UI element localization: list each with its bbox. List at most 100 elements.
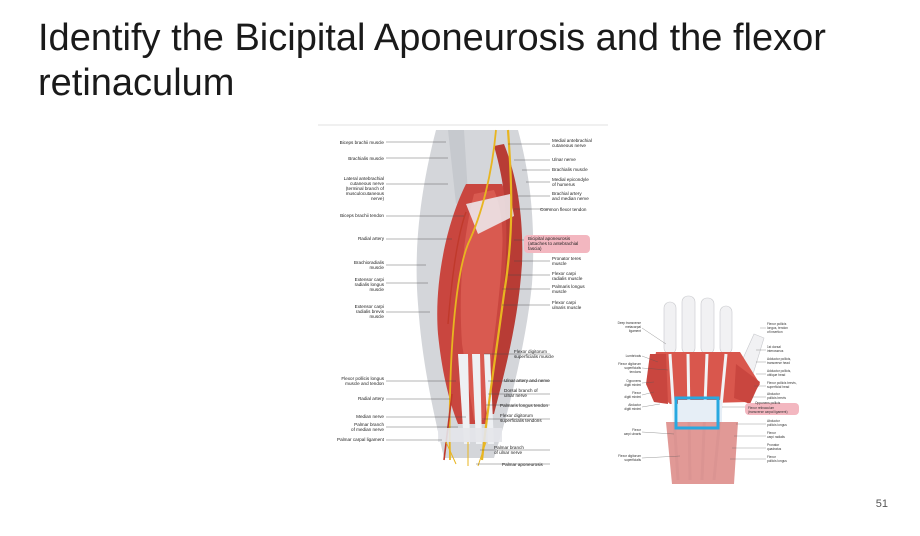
- label-musculocutaneous: musculocutaneous: [346, 191, 385, 196]
- hand-label-fpl: Flexor pollicis: [767, 322, 787, 326]
- hand-label-longus-tendon: longus, tendon: [767, 326, 788, 330]
- hand-label-superficialis: superficialis: [624, 366, 641, 370]
- hand-label-superficialis-2: superficialis: [624, 458, 641, 462]
- label-flexor-carpi-2: Flexor carpi: [552, 300, 576, 305]
- label-brachioradialis: Brachioradialis: [354, 260, 385, 265]
- hand-label-carpi-radialis: carpi radialis: [767, 435, 785, 439]
- label-ecrb-muscle: muscle: [369, 314, 384, 319]
- label-radialis-muscle: radialis muscle: [552, 276, 583, 281]
- label-brachial-artery: Brachial artery: [552, 191, 582, 196]
- label-nerve: nerve): [371, 196, 384, 201]
- label-muscle-and-tendon: muscle and tendon: [345, 381, 384, 386]
- hand-label-adductor-pollicis-2: Adductor pollicis,: [767, 369, 791, 373]
- label-biceps-brachii-tendon: Biceps brachii tendon: [340, 213, 384, 218]
- hand-label-digiti-minimi-2: digiti minimi: [624, 395, 641, 399]
- hand-label-1st-dorsal: 1st dorsal: [767, 345, 781, 349]
- hand-label-pollicis-longus-2: pollicis longus: [767, 459, 787, 463]
- label-palmaris-longus-muscle: muscle: [552, 289, 567, 294]
- label-bicipital-aponeurosis: Bicipital aponeurosis: [528, 236, 571, 241]
- hand-label-digiti-minimi: digiti minimi: [624, 383, 641, 387]
- label-ecrl-muscle: muscle: [369, 287, 384, 292]
- label-terminal-branch: (terminal branch of: [346, 186, 385, 191]
- hand-label-deep-transverse: Deep transverse: [618, 321, 642, 325]
- label-superficialis-muscle: superficialis muscle: [514, 354, 554, 359]
- label-extensor-carpi: Extensor carpi: [355, 277, 384, 282]
- hand-label-fds-2: Flexor digitorum: [618, 454, 641, 458]
- hand-label-ligament: ligament: [629, 329, 641, 333]
- label-median-nerve: Median nerve: [356, 414, 384, 419]
- hand-label-oblique-head: oblique head: [767, 373, 785, 377]
- hand-label-of-insertion: of insertion: [767, 330, 783, 334]
- label-superficialis-tendons: superficialis tendons: [500, 418, 542, 423]
- hand-label-superficial-head: superficial head: [767, 385, 790, 389]
- hand-label-fds: Flexor digitorum: [618, 362, 641, 366]
- label-of-ulnar-nerve: ulnar nerve: [504, 393, 527, 398]
- hand-label-abductor: Abductor: [628, 403, 642, 407]
- label-medial-antebrachial: Medial antebrachial: [552, 138, 592, 143]
- label-attaches-antebrachial: (attaches to antebrachial: [528, 241, 578, 246]
- label-flexor-pollicis-longus: Flexor pollicis longus: [341, 376, 384, 381]
- hand-label-opponens-pollicis: Opponens pollicis: [755, 401, 781, 405]
- label-ulnar-nerve: Ulnar nerve: [552, 157, 576, 162]
- label-palmar-carpal-ligament: Palmar carpal ligament: [337, 437, 385, 442]
- label-of-median-nerve: of median nerve: [351, 427, 384, 432]
- hand-label-flexor-2: Flexor: [632, 428, 642, 432]
- hand-label-transverse-head: transverse head: [767, 361, 790, 365]
- label-palmar-branch: Palmar branch: [354, 422, 384, 427]
- label-extensor-carpi-2: Extensor carpi: [355, 304, 384, 309]
- label-of-ulnar-nerve-2: of ulnar nerve: [494, 450, 523, 455]
- label-cutaneous-nerve: cutaneous nerve: [350, 181, 384, 186]
- hand-label-fpb: Flexor pollicis brevis,: [767, 381, 797, 385]
- label-radialis-longus: radialis longus: [355, 282, 385, 287]
- hand-label-carpi-ulnaris: carpi ulnaris: [624, 432, 642, 436]
- page-number: 51: [875, 498, 888, 510]
- hand-label-abductor-r: Abductor: [767, 392, 781, 396]
- hand-label-adductor-pollicis: Adductor pollicis,: [767, 357, 791, 361]
- hand-label-lumbricals: Lumbricals: [626, 354, 642, 358]
- label-brachioradialis-muscle: muscle: [369, 265, 384, 270]
- hand-label-opponens: Opponens: [626, 379, 641, 383]
- label-radialis-brevis: radialis brevis: [356, 309, 385, 314]
- hand-label-pollicis-brevis: pollicis brevis: [767, 396, 786, 400]
- label-lateral-antebrachial: Lateral antebrachial: [344, 176, 384, 181]
- hand-label-digiti-minimi-3: digiti minimi: [624, 407, 641, 411]
- hand-label-pronator: Pronator: [767, 443, 780, 447]
- label-palmar-branch-r: Palmar branch: [494, 445, 524, 450]
- hand-label-tendons: tendons: [630, 370, 642, 374]
- hand-label-flexor: Flexor: [632, 391, 642, 395]
- label-biceps-brachii-muscle: Biceps brachii muscle: [340, 140, 385, 145]
- slide-title: Identify the Bicipital Aponeurosis and t…: [38, 17, 826, 104]
- label-pronator-teres-muscle: muscle: [552, 261, 567, 266]
- hand-label-flexor-retinaculum: Flexor retinaculum: [748, 406, 775, 410]
- label-ulnar-artery-nerve: Ulnar artery and nerve: [504, 378, 550, 383]
- label-common-flexor-tendon: Common flexor tendon: [540, 207, 587, 212]
- label-palmaris-longus-tendon: Palmaris longus tendon: [500, 403, 548, 408]
- label-flexor-carpi: Flexor carpi: [552, 271, 576, 276]
- label-palmar-aponeurosis: Palmar aponeurosis: [502, 462, 544, 467]
- label-and-median-nerve: and median nerve: [552, 196, 589, 201]
- label-flexor-digitorum: Flexor digitorum: [514, 349, 547, 354]
- hand-label-flexor-r: Flexor: [767, 431, 777, 435]
- hand-label-interosseus: interosseus: [767, 349, 784, 353]
- hand-anatomy-figure: Deep transverse metacarpal ligament Lumb…: [610, 294, 802, 484]
- label-dorsal-branch: Dorsal branch of: [504, 388, 538, 393]
- label-cutaneous-nerve-r: cutaneous nerve: [552, 143, 586, 148]
- forearm-anatomy-figure: Biceps brachii muscle Brachialis muscle …: [318, 124, 608, 474]
- label-pronator-teres: Pronator teres: [552, 256, 582, 261]
- hand-label-pollicis-longus: pollicis longus: [767, 423, 787, 427]
- hand-label-metacarpal: metacarpal: [625, 325, 641, 329]
- label-radial-artery-2: Radial artery: [358, 396, 385, 401]
- label-brachialis-muscle: Brachialis muscle: [348, 156, 384, 161]
- label-flexor-digitorum-2: Flexor digitorum: [500, 413, 533, 418]
- hand-label-flexor-r2: Flexor: [767, 455, 777, 459]
- label-brachialis-muscle-r: Brachialis muscle: [552, 167, 588, 172]
- label-of-humerus: of humerus: [552, 182, 576, 187]
- hand-label-quadratus: quadratus: [767, 447, 782, 451]
- label-radial-artery: Radial artery: [358, 236, 385, 241]
- label-palmaris-longus: Palmaris longus: [552, 284, 585, 289]
- label-fascia: fascia): [528, 246, 542, 251]
- label-ulnaris-muscle: ulnaris muscle: [552, 305, 582, 310]
- label-medial-epicondyle: Medial epicondyle: [552, 177, 589, 182]
- hand-label-abductor-r2: Abductor: [767, 419, 781, 423]
